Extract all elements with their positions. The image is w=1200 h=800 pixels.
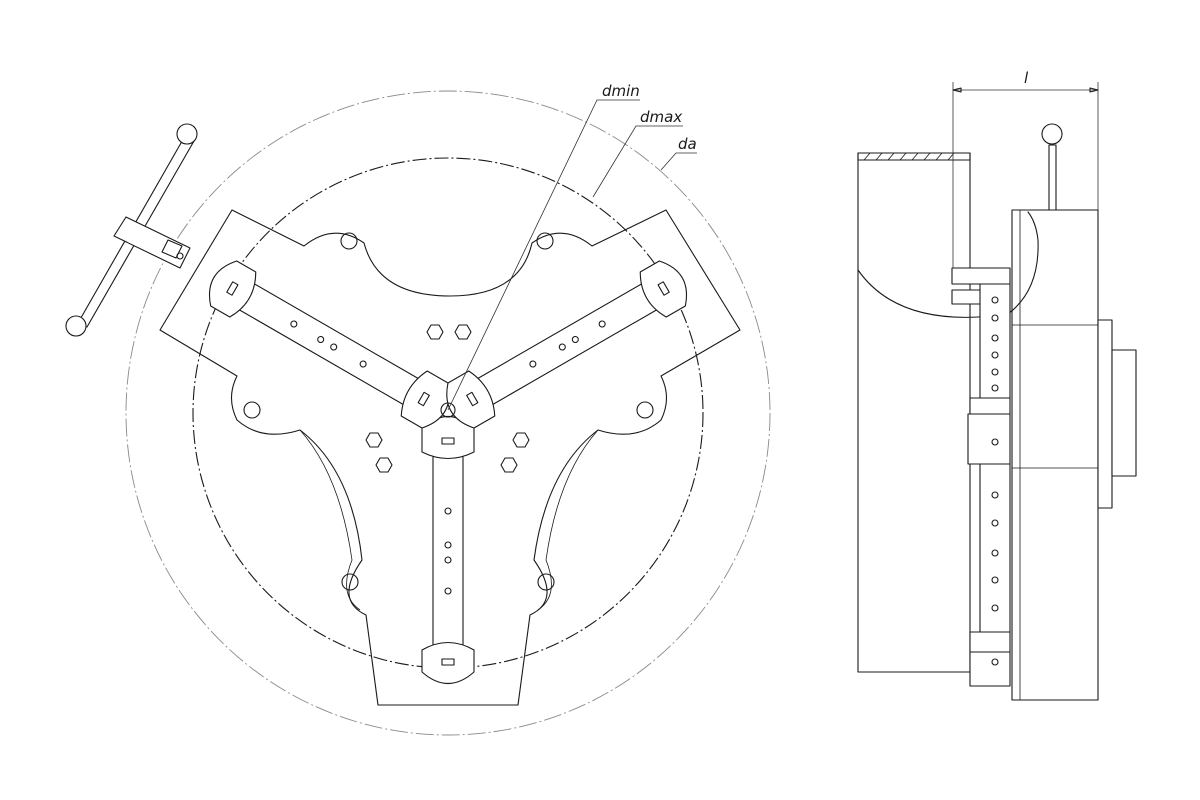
spindle-hub <box>1111 349 1137 477</box>
front-view: dmin dmax da <box>65 82 771 736</box>
workpiece-tube <box>857 152 971 673</box>
label-dmax: dmax <box>640 108 682 126</box>
chuck-side-body <box>1011 209 1099 701</box>
circle-da <box>125 90 771 736</box>
jaw-arm-bottom <box>421 415 475 685</box>
mount-hole <box>536 232 554 250</box>
label-dmin: dmin <box>602 82 640 100</box>
t-handle-wrench <box>65 123 198 337</box>
mount-hole <box>341 573 359 591</box>
inner-recess-left <box>299 429 361 611</box>
leader-da <box>660 152 697 171</box>
inner-recess-right <box>537 429 599 611</box>
leader-dmax <box>592 125 683 198</box>
jaw-arm-right <box>446 260 687 429</box>
leader-dmin <box>447 99 640 411</box>
handle-knob <box>1041 123 1063 145</box>
mount-hole <box>537 573 555 591</box>
label-da: da <box>678 135 697 153</box>
spindle-flange <box>1097 319 1113 509</box>
label-length: l <box>1024 69 1029 87</box>
side-jaws <box>951 267 1011 687</box>
side-view: l <box>857 69 1137 701</box>
jaw-arm-left <box>209 260 450 429</box>
hex-bolts <box>365 324 530 473</box>
mount-hole <box>636 401 654 419</box>
mount-hole <box>340 232 358 250</box>
circle-dmin <box>440 402 456 418</box>
workpiece-hatch <box>857 152 971 161</box>
mount-hole <box>243 401 261 419</box>
